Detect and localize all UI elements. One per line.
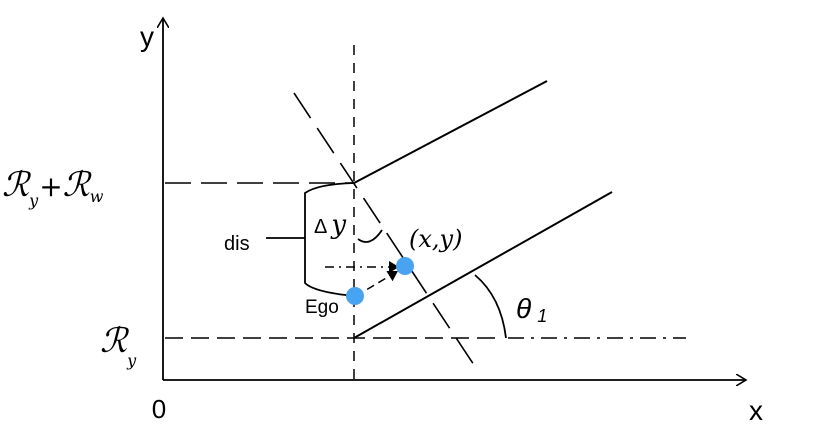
ego-to-point-arrow (355, 270, 399, 297)
ego-point (346, 287, 364, 305)
dis-bracket (304, 182, 355, 297)
x-axis-label: x (749, 395, 763, 426)
lower-lane-line (353, 191, 613, 339)
lower-ref-r: ℛ (100, 321, 130, 361)
y-axis-label: y (140, 21, 154, 52)
dis-label: dis (224, 233, 250, 255)
delta-symbol: Δ (314, 216, 327, 238)
upper-ref-sub1: y (28, 191, 39, 210)
origin-label: 0 (152, 394, 166, 424)
target-point (396, 257, 414, 275)
point-label: (x,y) (409, 225, 462, 253)
lower-ref-sub: y (126, 351, 137, 370)
lower-reference-label: ℛy (100, 321, 137, 370)
upper-ref-plus: + (39, 170, 62, 203)
upper-lane-line (353, 80, 548, 184)
theta-symbol: θ (516, 293, 531, 324)
upper-ref-r2: ℛ (63, 165, 93, 205)
theta-subscript: 1 (537, 306, 547, 326)
theta-angle-arc (474, 274, 507, 339)
upper-reference-label: ℛy+ℛw (2, 165, 104, 210)
upper-ref-r1: ℛ (2, 165, 32, 205)
delta-y-variable: y (330, 210, 346, 240)
small-angle-arc (357, 229, 383, 243)
ego-label: Ego (305, 297, 339, 318)
perpendicular-dashed-line (293, 92, 477, 369)
upper-ref-sub2: w (90, 187, 104, 206)
